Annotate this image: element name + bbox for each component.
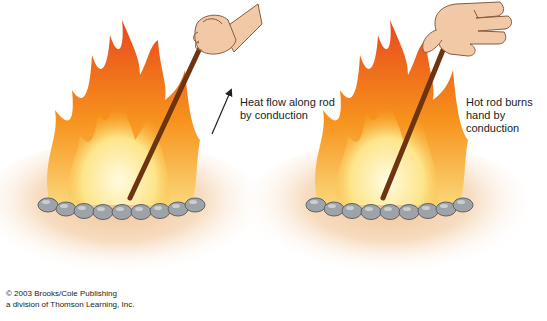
open-hand bbox=[423, 2, 512, 56]
left-campfire bbox=[0, 20, 270, 290]
process-label: Heat flow along rod by conduction bbox=[240, 96, 348, 122]
right-campfire bbox=[238, 20, 538, 290]
gripping-hand bbox=[194, 4, 262, 54]
process-label: Hot rod burns hand by conduction bbox=[466, 96, 544, 136]
heat-flow-arrow bbox=[212, 90, 231, 134]
copyright-note: © 2003 Brooks/Cole Publishing bbox=[6, 289, 206, 299]
copyright-note: a division of Thomson Learning, Inc. bbox=[6, 300, 206, 310]
